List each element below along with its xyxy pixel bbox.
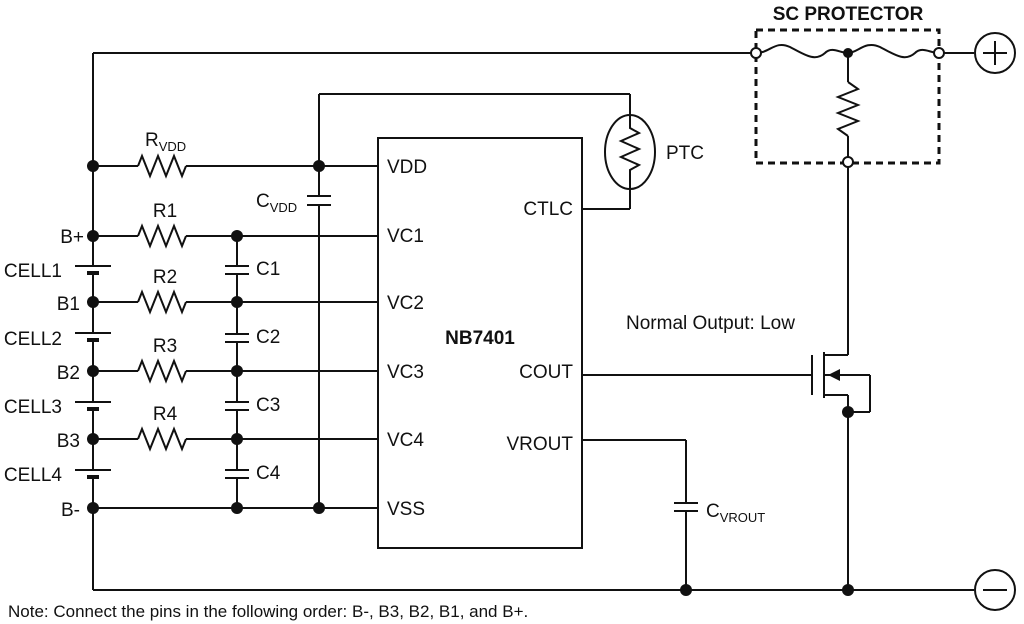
output-stage: Normal Output: Low [582, 167, 871, 590]
r1-resistor-icon [137, 223, 187, 249]
node-b1: B1 [57, 294, 80, 315]
cell1-label: CELL1 [4, 261, 62, 282]
ptc-label: PTC [666, 143, 704, 164]
output-annotation: Normal Output: Low [626, 313, 795, 334]
r4-resistor-icon [137, 426, 187, 452]
cell2-label: CELL2 [4, 329, 62, 350]
r4-label: R4 [153, 404, 178, 425]
pin-vc3: VC3 [387, 362, 424, 383]
pin-vc4: VC4 [387, 430, 424, 451]
pin-vss: VSS [387, 499, 425, 520]
c4-label: C4 [256, 463, 281, 484]
positive-terminal-icon [974, 32, 1016, 74]
rvdd-label: RVDD [145, 130, 186, 154]
vrout-network: CVROUT [582, 439, 765, 590]
pin-vc2: VC2 [387, 293, 424, 314]
rvdd-resistor-icon [137, 153, 187, 179]
cvdd-label: CVDD [256, 191, 297, 215]
vdd-network: RVDD CVDD PTC [87, 93, 704, 514]
r3-label: R3 [153, 336, 177, 357]
c3-label: C3 [256, 395, 280, 416]
r2-resistor-icon [137, 289, 187, 315]
negative-terminal-icon [974, 569, 1016, 611]
mosfet-icon [811, 352, 871, 413]
node-bplus: B+ [60, 227, 84, 248]
sc-protector: SC PROTECTOR [750, 4, 945, 168]
sc-protector-title: SC PROTECTOR [773, 4, 924, 25]
r1-label: R1 [153, 201, 177, 222]
chip-name: NB7401 [445, 328, 515, 349]
node-b3: B3 [57, 431, 80, 452]
c2-label: C2 [256, 327, 280, 348]
pin-cout: COUT [519, 362, 573, 383]
pin-vc1: VC1 [387, 226, 424, 247]
bottom-rail [92, 508, 974, 596]
cell3-label: CELL3 [4, 397, 62, 418]
cell-stack: R1 B+ CELL1 C1 R2 B1 CELL2 C2 [4, 201, 378, 521]
fuse-icon [755, 43, 940, 59]
node-b2: B2 [57, 363, 80, 384]
nb7401-chip: NB7401 VDD VC1 VC2 VC3 VC4 VSS CTLC COUT… [377, 137, 583, 549]
r3-resistor-icon [137, 358, 187, 384]
r2-label: R2 [153, 267, 177, 288]
sc-resistor-icon [835, 81, 861, 137]
c1-label: C1 [256, 259, 280, 280]
note-text: Note: Connect the pins in the following … [8, 602, 528, 621]
node-bminus: B- [61, 500, 80, 521]
cvrout-label: CVROUT [706, 501, 765, 525]
pin-vrout: VROUT [507, 434, 574, 455]
pin-ctlc: CTLC [523, 199, 573, 220]
pin-vdd: VDD [387, 157, 427, 178]
cell4-label: CELL4 [4, 465, 63, 486]
